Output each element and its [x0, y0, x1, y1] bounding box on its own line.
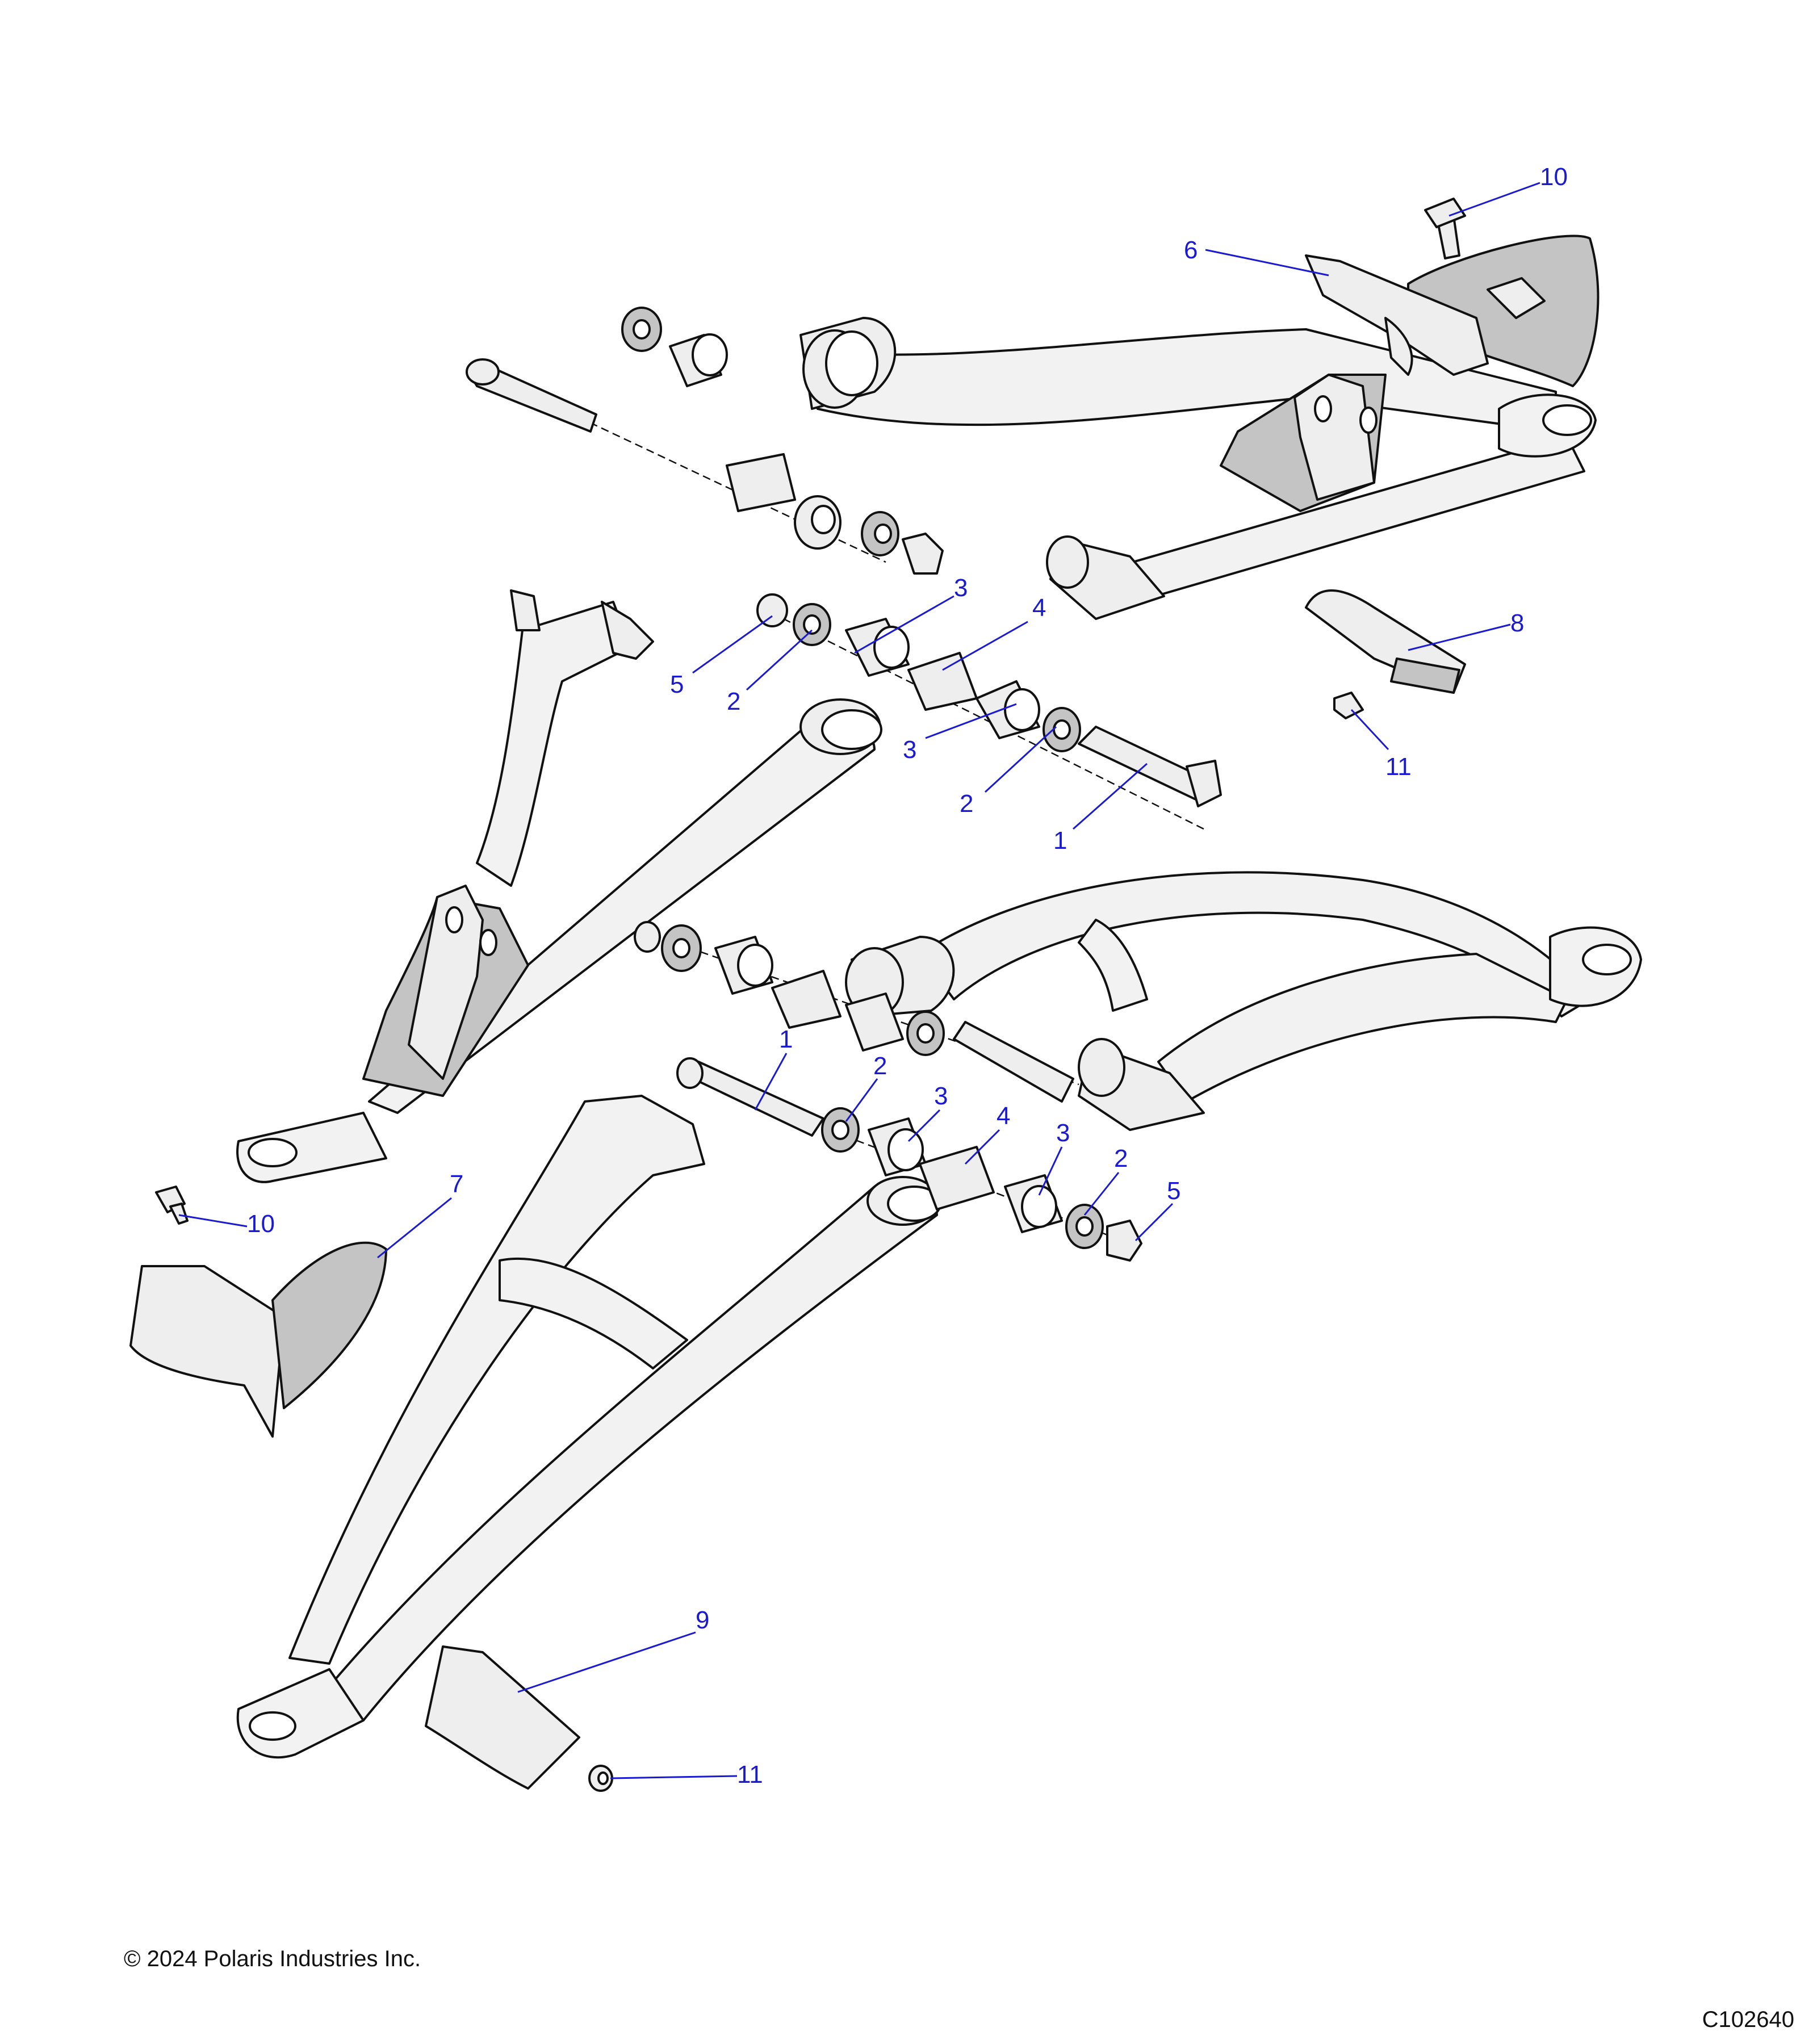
callout-1-upper: 1: [1053, 827, 1067, 855]
bolt-10-left: [155, 1186, 189, 1225]
callout-6: 6: [1184, 236, 1198, 264]
lower-rear-hardware-stack: [634, 921, 1079, 1103]
callouts: 10 6 3 4 5 2 3 2 1 8 11 1 2 3 4 3 2: [178, 163, 1568, 1789]
nut-11-top: [1333, 692, 1364, 719]
upper-front-a-arm: [236, 589, 882, 1183]
callout-5-lower: 5: [1167, 1177, 1180, 1205]
nut-11-bottom: [588, 1765, 613, 1792]
lower-rear-a-arm: [845, 871, 1642, 1131]
bracket-8: [1305, 589, 1466, 694]
callout-4-lower: 4: [997, 1102, 1010, 1130]
callout-3-upper-a: 3: [954, 574, 968, 602]
callout-2-upper-b: 2: [960, 790, 973, 818]
callout-11-top: 11: [1385, 753, 1412, 781]
callout-11-bottom: 11: [737, 1761, 763, 1789]
skid-guard-7: [129, 1241, 387, 1438]
middle-pivot-hardware-stack: [756, 593, 1222, 830]
callout-2-upper-a: 2: [727, 688, 740, 715]
callout-9: 9: [696, 1606, 709, 1634]
drawing-number: C102640: [1702, 2007, 1794, 2032]
skid-guard-6: [1305, 234, 1600, 387]
callout-7: 7: [450, 1170, 463, 1198]
callout-10-top: 10: [1540, 163, 1568, 191]
upper-pivot-hardware-stack: [466, 307, 944, 575]
callout-3-lower-a: 3: [934, 1082, 948, 1110]
copyright-notice: © 2024 Polaris Industries Inc.: [124, 1946, 421, 1971]
callout-2-lower-b: 2: [1114, 1145, 1128, 1172]
callout-4-upper: 4: [1032, 594, 1046, 622]
bracket-9: [425, 1645, 580, 1790]
bolt-10-top: [1424, 198, 1466, 259]
callout-8: 8: [1510, 609, 1524, 637]
callout-1-lower: 1: [779, 1025, 793, 1053]
callout-3-upper-b: 3: [903, 736, 916, 764]
callout-2-lower-a: 2: [873, 1052, 887, 1080]
lower-front-a-arm: [236, 1095, 941, 1759]
upper-rear-a-arm: [799, 317, 1597, 620]
callout-3-lower-b: 3: [1056, 1119, 1070, 1147]
callout-5-upper: 5: [670, 671, 684, 698]
callout-10-left: 10: [247, 1210, 275, 1238]
lower-front-hardware-stack: [676, 1057, 1142, 1262]
